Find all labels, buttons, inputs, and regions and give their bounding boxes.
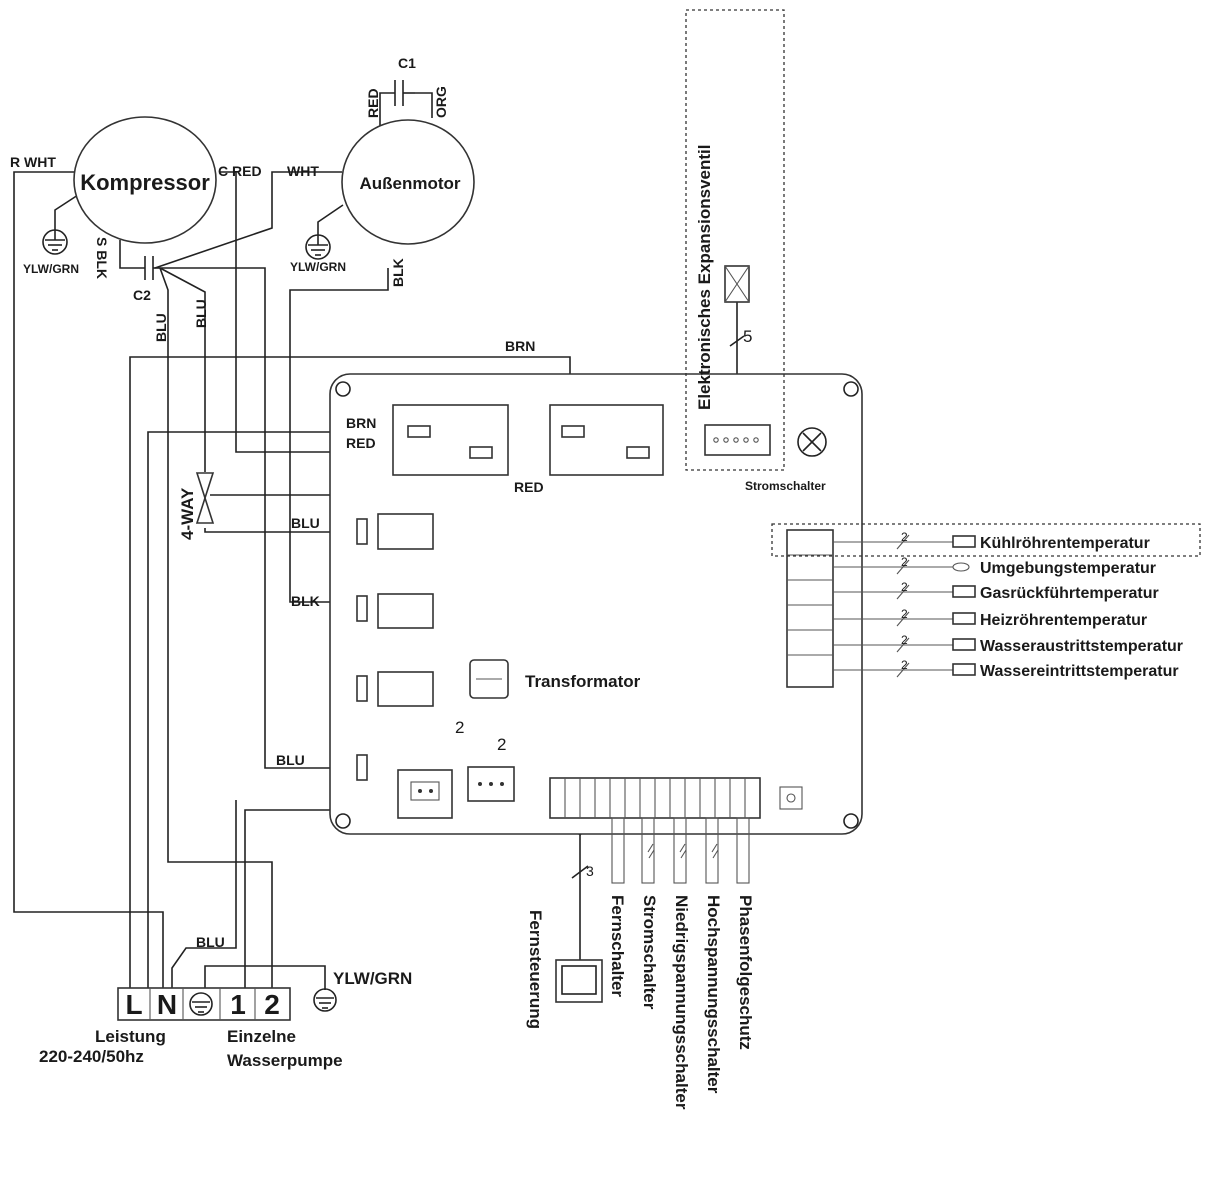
pump-label: Einzelne bbox=[227, 1027, 296, 1046]
bottom-labels: Fernsteuerung Fernschalter Stromschalter… bbox=[526, 895, 755, 1110]
wire-blu: BLU bbox=[276, 752, 305, 768]
control-board bbox=[329, 373, 863, 835]
power-switch-label: Stromschalter bbox=[745, 479, 826, 493]
ground-label: YLW/GRN bbox=[333, 969, 412, 988]
four-way-valve-icon bbox=[195, 472, 215, 524]
wire-blk: BLK bbox=[390, 258, 406, 287]
sensor-count: 2 bbox=[901, 607, 908, 621]
wire-s-blk: S BLK bbox=[94, 237, 110, 279]
wire-blu: BLU bbox=[196, 934, 225, 950]
bottom-label: Phasenfolgeschutz bbox=[736, 895, 755, 1050]
power-label: 220-240/50hz bbox=[39, 1047, 144, 1066]
terminal-2: 2 bbox=[264, 989, 280, 1020]
sensor-label: Gasrückführtemperatur bbox=[980, 585, 1159, 602]
remote-controller bbox=[555, 959, 603, 1003]
sensor-count: 2 bbox=[901, 658, 908, 672]
capacitor-c1 bbox=[394, 80, 415, 106]
wire-c-red: C RED bbox=[218, 163, 262, 179]
wire-wht: WHT bbox=[287, 163, 319, 179]
eev-count: 5 bbox=[743, 327, 752, 346]
sensor-label: Wassereintrittstemperatur bbox=[980, 663, 1179, 680]
remote-count: 3 bbox=[586, 863, 594, 879]
terminal-n: N bbox=[157, 989, 177, 1020]
bottom-label: Fernsteuerung bbox=[526, 910, 545, 1029]
outdoor-motor-label: Außenmotor bbox=[359, 174, 460, 193]
wire-blk: BLK bbox=[291, 593, 320, 609]
terminal-l: L bbox=[125, 989, 142, 1020]
pump-label: Wasserpumpe bbox=[227, 1051, 343, 1070]
four-way-label: 4-WAY bbox=[178, 487, 197, 540]
labels: R WHT C RED WHT YLW/GRN YLW/GRN C1 C2 BR… bbox=[10, 55, 826, 1070]
sensor-label: Heizröhrentemperatur bbox=[980, 612, 1147, 629]
rotated-labels: RED ORG BLK S BLK BLU BLU 4-WAY Elektron… bbox=[94, 86, 714, 540]
bottom-label: Hochspannungsschalter bbox=[704, 895, 723, 1094]
wire-brn: BRN bbox=[346, 415, 376, 431]
bottom-label: Fernschalter bbox=[608, 895, 627, 997]
terminal-1: 1 bbox=[230, 989, 246, 1020]
wire-org: ORG bbox=[433, 86, 449, 118]
outdoor-motor: Außenmotor bbox=[341, 119, 475, 245]
sensor-wiring bbox=[771, 523, 1201, 678]
capacitor-c1-label: C1 bbox=[398, 55, 416, 71]
ground-icon bbox=[313, 988, 337, 1012]
ground-icon bbox=[42, 229, 68, 255]
sensor-count: 2 bbox=[901, 580, 908, 594]
wire-red: RED bbox=[365, 88, 381, 118]
compressor: Kompressor bbox=[73, 116, 217, 244]
sensor-label: Umgebungstemperatur bbox=[980, 560, 1156, 577]
compressor-label: Kompressor bbox=[80, 170, 210, 195]
sensor-label: Kühlröhrentemperatur bbox=[980, 535, 1150, 552]
expansion-valve bbox=[685, 9, 785, 471]
sensor-labels: 2 2 2 2 2 2 Kühlröhrentemperatur Umgebun… bbox=[901, 530, 1183, 680]
ground-icon bbox=[189, 992, 213, 1016]
ground-label: YLW/GRN bbox=[23, 262, 79, 276]
wire-blu: BLU bbox=[193, 299, 209, 328]
wire-brn: BRN bbox=[505, 338, 535, 354]
transformer-count: 2 bbox=[455, 718, 464, 737]
sensor-label: Wasseraustrittstemperatur bbox=[980, 638, 1183, 655]
wire-r-wht: R WHT bbox=[10, 154, 56, 170]
ground-icon bbox=[305, 234, 331, 260]
transformer-label: Transformator bbox=[525, 672, 641, 691]
sensor-count: 2 bbox=[901, 555, 908, 569]
wire-blu: BLU bbox=[291, 515, 320, 531]
power-terminal-block: L N 1 2 bbox=[117, 987, 291, 1021]
transformer-count: 2 bbox=[497, 735, 506, 754]
capacitor-c2-label: C2 bbox=[133, 287, 151, 303]
bottom-label: Stromschalter bbox=[640, 895, 659, 1010]
expansion-valve-label: Elektronisches Expansionsventil bbox=[695, 145, 714, 410]
sensor-count: 2 bbox=[901, 530, 908, 544]
bottom-drops bbox=[611, 817, 750, 884]
power-switch bbox=[797, 427, 827, 457]
power-label: Leistung bbox=[95, 1027, 166, 1046]
wire-blu: BLU bbox=[153, 313, 169, 342]
wire-red: RED bbox=[514, 479, 544, 495]
ground-label: YLW/GRN bbox=[290, 260, 346, 274]
wire-red: RED bbox=[346, 435, 376, 451]
sensor-count: 2 bbox=[901, 633, 908, 647]
bottom-label: Niedrigspannungsschalter bbox=[672, 895, 691, 1110]
